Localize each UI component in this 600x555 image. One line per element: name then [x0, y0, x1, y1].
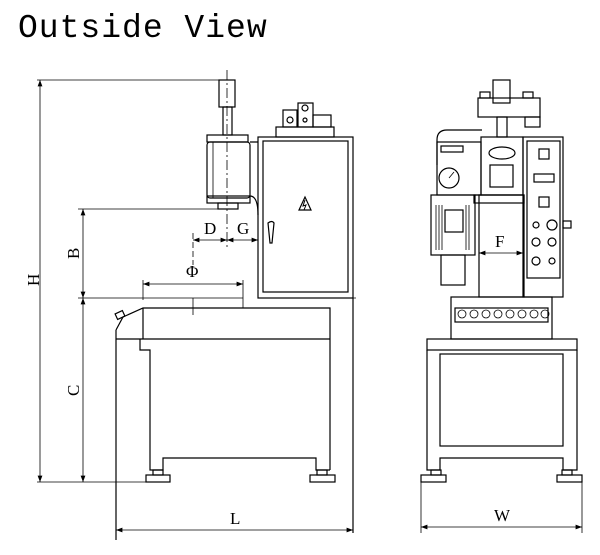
- valve-1: [282, 109, 298, 128]
- cylinder-body: [206, 141, 251, 199]
- pressure-gauge-icon: [438, 167, 460, 189]
- control-panel: [522, 136, 564, 298]
- page-title: Outside View: [18, 10, 268, 47]
- base-frame: [115, 307, 331, 540]
- valve-base: [275, 126, 335, 138]
- top-motor: [492, 79, 511, 104]
- right-foot: [309, 474, 336, 483]
- label-W: W: [494, 506, 511, 525]
- valve-2: [297, 102, 314, 128]
- clamp-row: [457, 309, 550, 319]
- label-F: F: [495, 232, 504, 251]
- press-arm: [249, 141, 259, 216]
- power-switch-icon: [538, 148, 550, 160]
- label-L: L: [230, 509, 240, 528]
- left-foot: [420, 474, 447, 483]
- label-phi: Φ: [186, 262, 198, 281]
- front-view: F W: [420, 79, 583, 533]
- press-tool: [217, 202, 239, 210]
- cylinder-flange: [206, 134, 249, 143]
- hose: [436, 129, 482, 165]
- head-block: [480, 136, 524, 196]
- door-handle-icon: [267, 220, 275, 244]
- label-C: C: [64, 385, 83, 396]
- right-foot: [556, 474, 583, 483]
- label-B: B: [64, 248, 83, 259]
- motor-gearbox: [440, 254, 466, 286]
- motor: [430, 194, 476, 256]
- left-foot: [145, 474, 171, 483]
- label-H: H: [24, 274, 43, 286]
- warning-icon: [298, 195, 312, 211]
- valve-block: [477, 97, 541, 118]
- label-D: D: [204, 219, 216, 238]
- bottom-flange: [206, 195, 251, 204]
- electrical-cabinet: [257, 136, 354, 299]
- table-frame: [426, 350, 578, 471]
- piston-rod: [222, 106, 233, 136]
- cabinet-door: [262, 140, 349, 293]
- table-top: [426, 338, 578, 351]
- table-panel: [439, 353, 564, 447]
- label-G: G: [237, 219, 249, 238]
- die-base: [450, 296, 553, 340]
- switch-icon: [114, 309, 126, 321]
- display-icon: [533, 173, 555, 183]
- side-view: H B C D G Φ L: [24, 70, 356, 540]
